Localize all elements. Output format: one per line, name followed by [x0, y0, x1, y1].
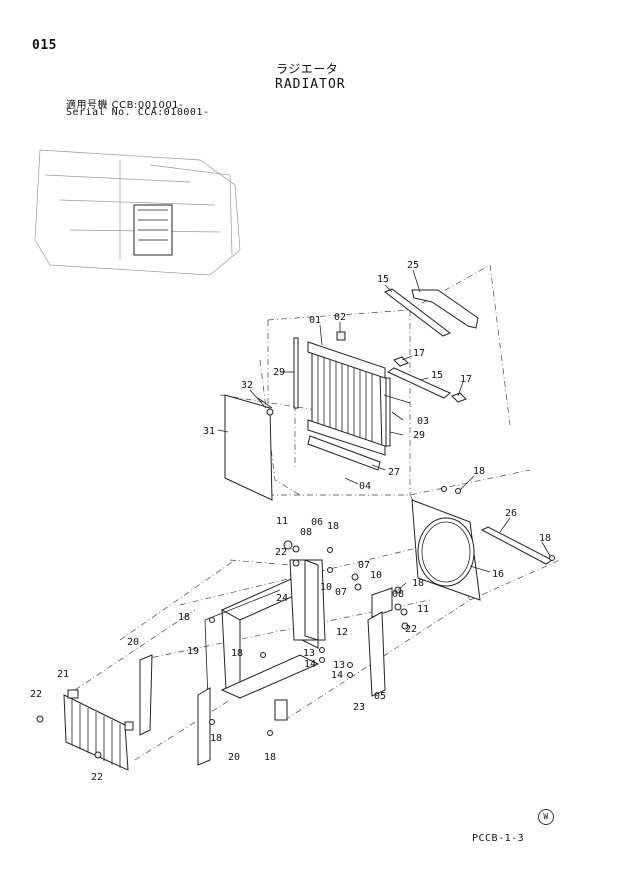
callout-08b: 08	[392, 589, 404, 600]
callout-23: 23	[353, 702, 365, 713]
fan-shroud	[411, 486, 481, 601]
callout-29b: 29	[413, 430, 425, 441]
callout-07b: 07	[335, 587, 347, 598]
callout-13a: 13	[303, 648, 315, 659]
callout-27: 27	[388, 467, 400, 478]
callout-18b: 18	[327, 521, 339, 532]
callout-18d: 18	[412, 578, 424, 589]
applicability-serial: Serial No. CCA:010001-	[66, 107, 210, 118]
fasteners	[36, 540, 409, 759]
callout-15b: 15	[431, 370, 443, 381]
callout-29a: 29	[273, 367, 285, 378]
machine-overview-sketch	[34, 149, 241, 276]
page-number: 015	[32, 38, 57, 53]
callout-17b: 17	[460, 374, 472, 385]
callout-18a: 18	[473, 466, 485, 477]
callout-25: 25	[407, 260, 419, 271]
title-japanese: ラジエータ	[276, 62, 339, 76]
callout-14b: 14	[331, 670, 343, 681]
watermark-symbol: W	[538, 809, 554, 825]
callout-07a: 07	[358, 560, 370, 571]
callouts: 01 02 03 04 05 06 07 07 08 08 10 10 11 1…	[30, 260, 551, 783]
callout-20b: 20	[228, 752, 240, 763]
callout-03: 03	[417, 416, 429, 427]
callout-13b: 13	[333, 660, 345, 671]
callout-10b: 10	[320, 582, 332, 593]
part-bars-top	[384, 288, 479, 403]
callout-22c: 22	[30, 689, 42, 700]
oil-cooler	[63, 689, 134, 771]
callout-22b: 22	[405, 624, 417, 635]
callout-32: 32	[241, 380, 253, 391]
callout-15a: 15	[377, 274, 389, 285]
footer-code: PCCB-1-3	[472, 833, 525, 844]
callout-18g: 18	[210, 733, 222, 744]
callout-18e: 18	[178, 612, 190, 623]
callout-24: 24	[276, 593, 288, 604]
side-panels	[139, 654, 211, 766]
callout-20a: 20	[127, 637, 139, 648]
callout-14a: 14	[304, 659, 316, 670]
callout-17a: 17	[413, 348, 425, 359]
callout-11b: 11	[417, 604, 429, 615]
callout-31: 31	[203, 426, 215, 437]
callout-10a: 10	[370, 570, 382, 581]
callout-18h: 18	[264, 752, 276, 763]
callout-02: 02	[334, 312, 346, 323]
callout-18c: 18	[539, 533, 551, 544]
radiator-core	[293, 331, 411, 471]
callout-19: 19	[187, 646, 199, 657]
callout-12: 12	[336, 627, 348, 638]
callout-04: 04	[359, 481, 371, 492]
callout-08a: 08	[300, 527, 312, 538]
callout-22d: 22	[91, 772, 103, 783]
callout-01: 01	[309, 315, 321, 326]
title-english: RADIATOR	[275, 77, 346, 92]
callout-05: 05	[374, 691, 386, 702]
side-panel	[224, 394, 274, 501]
support-bar	[480, 526, 555, 565]
callout-06: 06	[311, 517, 323, 528]
callout-18f: 18	[231, 648, 243, 659]
callout-16: 16	[492, 569, 504, 580]
support-frame	[204, 559, 393, 721]
leader-lines	[217, 269, 551, 591]
applicability-japanese: 適用号機 CCB:001001-	[66, 100, 184, 111]
callout-11a: 11	[276, 516, 288, 527]
callout-26: 26	[505, 508, 517, 519]
callout-22a: 22	[275, 547, 287, 558]
callout-21: 21	[57, 669, 69, 680]
